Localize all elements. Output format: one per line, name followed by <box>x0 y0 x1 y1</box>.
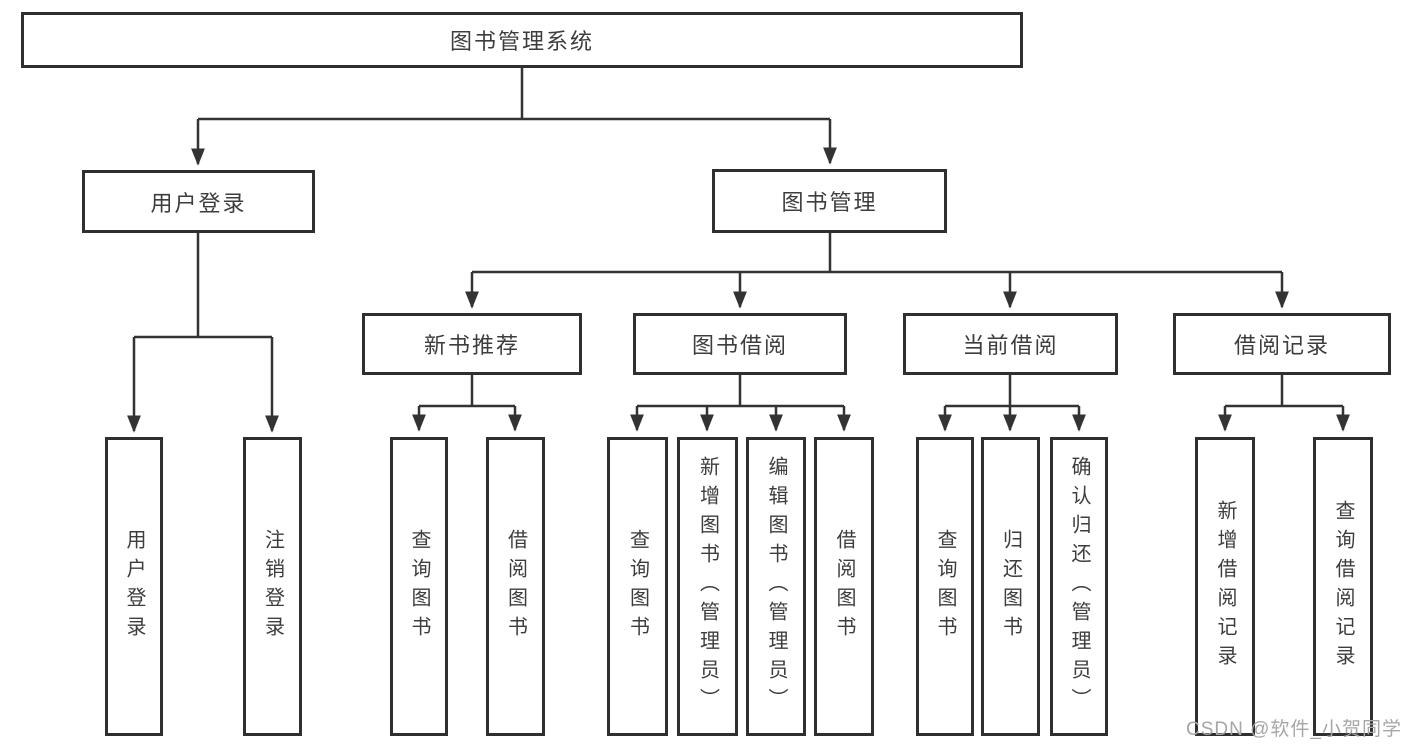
leaf-user-login: 用户登录 <box>105 437 163 736</box>
edge-records-trunk <box>1225 375 1343 408</box>
node-book-management: 图书管理 <box>712 169 947 233</box>
leaf-logout: 注销登录 <box>243 437 302 736</box>
leaf-borrowing-query-books: 查询图书 <box>607 437 668 736</box>
leaf-current-return-books: 归还图书 <box>981 437 1040 736</box>
leaf-current-confirm-return-admin: 确认归还（管理员） <box>1050 437 1108 736</box>
leaf-records-query-record: 查询借阅记录 <box>1313 437 1373 736</box>
node-user-login: 用户登录 <box>82 170 315 233</box>
edge-user-login-trunk <box>134 233 272 339</box>
node-new-book-recommend: 新书推荐 <box>362 313 582 375</box>
leaf-newbooks-query-books: 查询图书 <box>390 437 448 736</box>
watermark: CSDN @软件_小贺同学 <box>1186 719 1402 740</box>
leaf-records-add-record: 新增借阅记录 <box>1195 437 1255 736</box>
leaf-borrowing-edit-books-admin: 编辑图书（管理员） <box>746 437 806 736</box>
leaf-newbooks-borrow-books: 借阅图书 <box>486 437 545 736</box>
edge-borrowing-trunk <box>637 375 844 408</box>
leaf-borrowing-borrow-books: 借阅图书 <box>814 437 874 736</box>
node-current-borrowing: 当前借阅 <box>903 313 1118 375</box>
node-book-borrowing: 图书借阅 <box>633 313 847 375</box>
edge-current-trunk <box>945 375 1079 408</box>
node-library-system-root: 图书管理系统 <box>21 12 1023 68</box>
node-borrowing-records: 借阅记录 <box>1173 313 1391 375</box>
leaf-borrowing-add-books-admin: 新增图书（管理员） <box>677 437 738 736</box>
edge-root-trunk <box>198 68 830 121</box>
edge-book-management-trunk <box>472 233 1282 274</box>
leaf-current-query-books: 查询图书 <box>916 437 974 736</box>
edge-new-books-trunk <box>419 375 515 408</box>
